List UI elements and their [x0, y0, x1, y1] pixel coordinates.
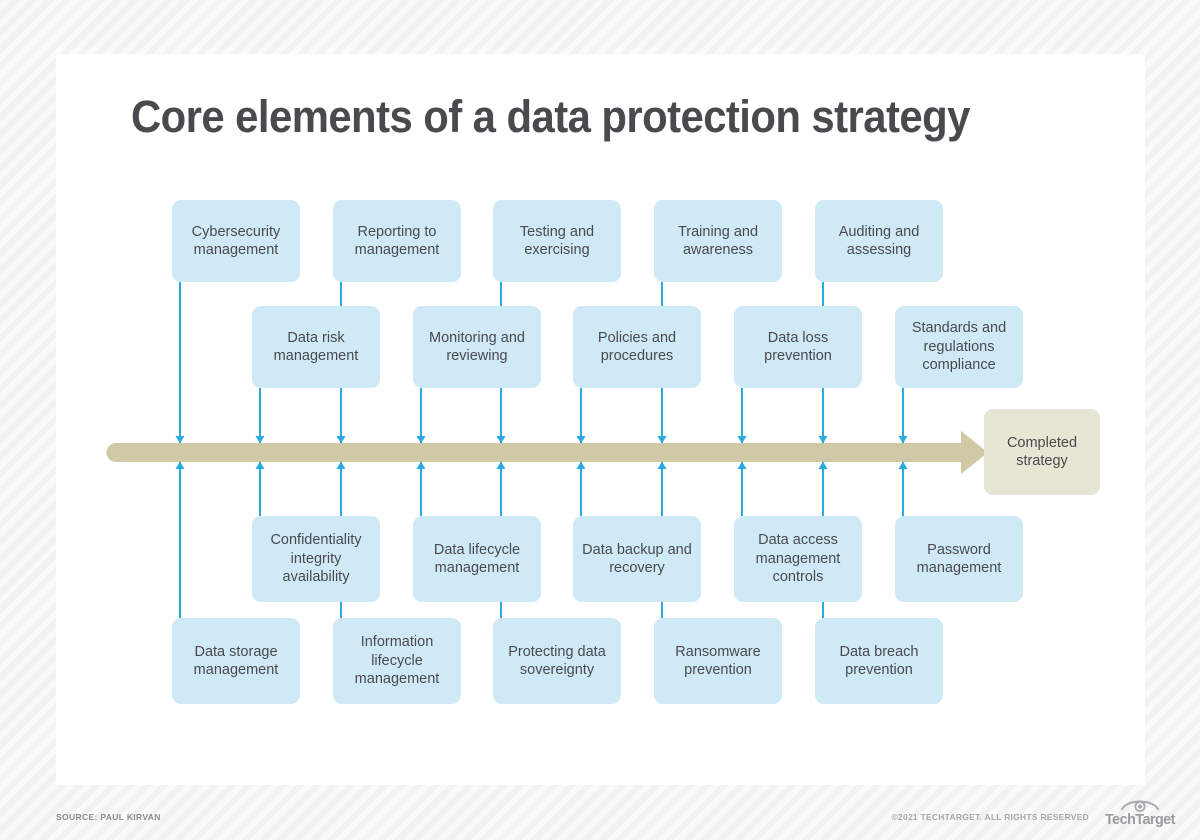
node-bottom-row-1-1: Data lifecycle management: [413, 516, 541, 602]
node-label: Protecting data sovereignty: [508, 643, 606, 679]
node-label: Training and awareness: [677, 223, 759, 259]
node-bottom-row-1-0: Confidentiality integrity availability: [252, 516, 380, 602]
node-label: Cybersecurity management: [191, 223, 281, 259]
node-label: Data risk management: [273, 329, 359, 365]
node-label: Data backup and recovery: [582, 541, 692, 577]
node-top-row-1-4: Auditing and assessing: [815, 200, 943, 282]
techtarget-logo: TechTarget: [1093, 797, 1187, 831]
node-label: Data loss prevention: [764, 329, 832, 365]
process-flow-diagram: Cybersecurity management Reporting to man…: [56, 54, 1145, 785]
node-bottom-row-1-4: Password management: [895, 516, 1023, 602]
node-top-row-1-0: Cybersecurity management: [172, 200, 300, 282]
node-label: Testing and exercising: [519, 223, 595, 259]
node-top-row-2-2: Policies and procedures: [573, 306, 701, 388]
node-label: Reporting to management: [354, 223, 440, 259]
node-label: Monitoring and reviewing: [429, 329, 525, 365]
page-title: Core elements of a data protection strat…: [131, 91, 970, 142]
node-label: Data breach prevention: [839, 643, 919, 679]
node-label: Data access management controls: [755, 532, 841, 586]
node-label: Policies and procedures: [597, 329, 677, 365]
node-bottom-row-2-0: Data storage management: [172, 618, 300, 704]
source-credit: SOURCE: PAUL KIRVAN: [56, 812, 161, 822]
node-label: Auditing and assessing: [838, 223, 920, 259]
node-label: Confidentiality integrity availability: [270, 532, 362, 586]
node-top-row-2-1: Monitoring and reviewing: [413, 306, 541, 388]
node-top-row-1-1: Reporting to management: [333, 200, 461, 282]
main-process-arrow: [106, 431, 988, 474]
node-label: Information lifecycle management: [354, 634, 440, 688]
node-bottom-row-1-2: Data backup and recovery: [573, 516, 701, 602]
node-bottom-row-2-2: Protecting data sovereignty: [493, 618, 621, 704]
node-top-row-1-3: Training and awareness: [654, 200, 782, 282]
infographic-card: Core elements of a data protection strat…: [56, 54, 1145, 785]
node-label: Password management: [916, 541, 1002, 577]
node-bottom-row-2-1: Information lifecycle management: [333, 618, 461, 704]
node-terminus-0: Completed strategy: [984, 409, 1100, 495]
node-top-row-1-2: Testing and exercising: [493, 200, 621, 282]
node-label: Data storage management: [193, 643, 279, 679]
eye-icon: [1121, 800, 1159, 812]
node-top-row-2-4: Standards and regulations compliance: [895, 306, 1023, 388]
node-top-row-2-0: Data risk management: [252, 306, 380, 388]
node-bottom-row-1-3: Data access management controls: [734, 516, 862, 602]
node-bottom-row-2-3: Ransomware prevention: [654, 618, 782, 704]
techtarget-wordmark: TechTarget: [1105, 811, 1175, 828]
node-top-row-2-3: Data loss prevention: [734, 306, 862, 388]
node-label: Completed strategy: [1006, 434, 1078, 470]
copyright-notice: ©2021 TECHTARGET. ALL RIGHTS RESERVED: [891, 812, 1089, 822]
node-label: Ransomware prevention: [675, 643, 761, 679]
node-bottom-row-2-4: Data breach prevention: [815, 618, 943, 704]
node-label: Data lifecycle management: [433, 541, 521, 577]
node-label: Standards and regulations compliance: [911, 320, 1007, 374]
